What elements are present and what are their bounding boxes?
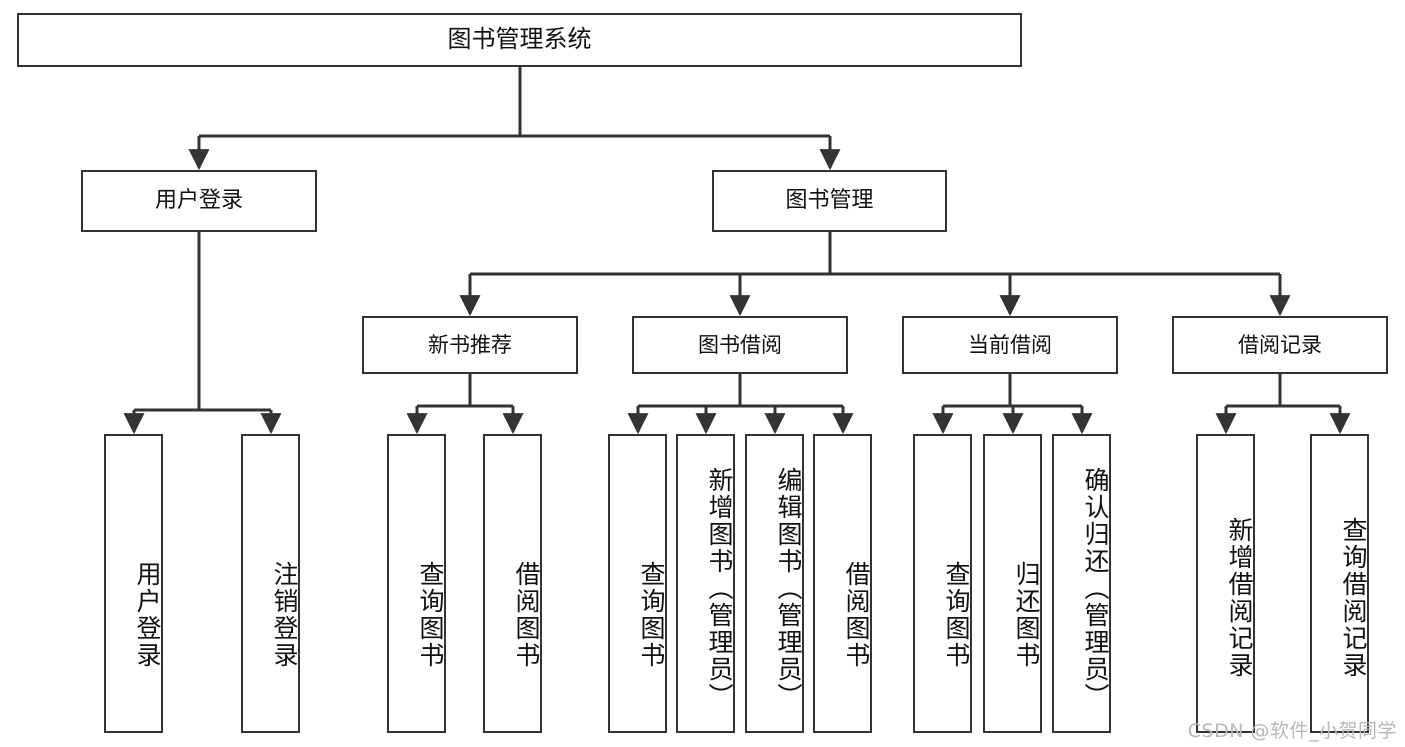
leaf-node[interactable]: 查询图书 bbox=[913, 434, 972, 733]
leaf-node[interactable]: 用户登录 bbox=[104, 434, 163, 733]
leaf-node[interactable]: 确认归还（管理员） bbox=[1052, 434, 1111, 733]
branch-node[interactable]: 借阅记录 bbox=[1172, 316, 1388, 374]
node-label: 新书推荐 bbox=[428, 332, 512, 357]
leaf-node[interactable]: 查询图书 bbox=[608, 434, 667, 733]
leaf-node[interactable]: 归还图书 bbox=[983, 434, 1042, 733]
node-label: 用户登录 bbox=[133, 560, 162, 669]
node-label: 注销登录 bbox=[270, 560, 299, 669]
node-label: 图书管理系统 bbox=[447, 25, 592, 54]
node-label: 确认归还（管理员） bbox=[1081, 467, 1110, 710]
node-label: 查询借阅记录 bbox=[1339, 516, 1368, 679]
leaf-node[interactable]: 注销登录 bbox=[241, 434, 300, 733]
node-label: 编辑图书（管理员） bbox=[774, 467, 803, 710]
watermark-text: CSDN @软件_小贺同学 bbox=[1187, 720, 1397, 742]
branch-node[interactable]: 图书管理 bbox=[712, 170, 947, 232]
leaf-node[interactable]: 新增图书（管理员） bbox=[676, 434, 735, 733]
leaf-node[interactable]: 查询图书 bbox=[387, 434, 446, 733]
leaf-node[interactable]: 借阅图书 bbox=[813, 434, 872, 733]
node-label: 查询图书 bbox=[942, 560, 971, 669]
node-label: 归还图书 bbox=[1012, 560, 1041, 669]
leaf-node[interactable]: 编辑图书（管理员） bbox=[745, 434, 804, 733]
node-label: 借阅记录 bbox=[1238, 332, 1322, 357]
node-label: 图书管理 bbox=[785, 188, 874, 214]
branch-node[interactable]: 新书推荐 bbox=[362, 316, 578, 374]
node-label: 查询图书 bbox=[416, 560, 445, 669]
branch-node[interactable]: 图书借阅 bbox=[632, 316, 848, 374]
node-label: 图书借阅 bbox=[698, 332, 782, 357]
node-label: 用户登录 bbox=[154, 188, 243, 214]
root-node[interactable]: 图书管理系统 bbox=[17, 13, 1022, 67]
leaf-node[interactable]: 借阅图书 bbox=[483, 434, 542, 733]
branch-node[interactable]: 当前借阅 bbox=[902, 316, 1118, 374]
leaf-node[interactable]: 查询借阅记录 bbox=[1310, 434, 1369, 733]
node-label: 新增图书（管理员） bbox=[705, 467, 734, 710]
node-label: 当前借阅 bbox=[968, 332, 1052, 357]
node-label: 查询图书 bbox=[637, 560, 666, 669]
node-label: 借阅图书 bbox=[512, 560, 541, 669]
node-label: 借阅图书 bbox=[842, 560, 871, 669]
branch-node[interactable]: 用户登录 bbox=[81, 170, 317, 232]
node-label: 新增借阅记录 bbox=[1225, 516, 1254, 679]
leaf-node[interactable]: 新增借阅记录 bbox=[1196, 434, 1255, 733]
